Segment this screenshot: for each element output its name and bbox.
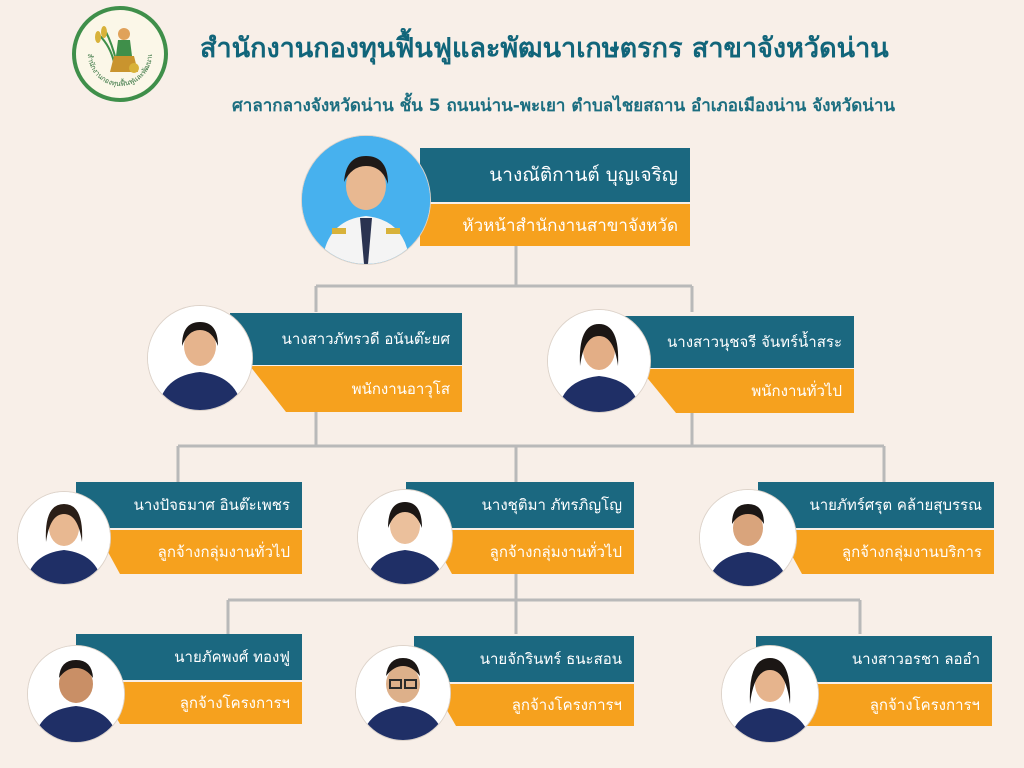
level4-2-photo [356, 646, 450, 740]
person-avatar-icon [548, 310, 650, 412]
person-avatar-icon [356, 646, 450, 740]
level2-2-role-bar: พนักงานทั่วไป [640, 369, 854, 413]
person-avatar-icon [28, 646, 124, 742]
person-avatar-icon [148, 306, 252, 410]
head-role-bar: หัวหน้าสำนักงานสาขาจังหวัด [420, 204, 690, 246]
logo-emblem-icon: สำนักงานกองทุนฟื้นฟูและพัฒนาเกษตรกร [76, 10, 162, 96]
person-avatar-icon [722, 646, 818, 742]
level3-3-role-bar: ลูกจ้างกลุ่มงานบริการ [778, 530, 994, 574]
page-title: สำนักงานกองทุนฟื้นฟูและพัฒนาเกษตรกร สาขา… [200, 33, 889, 64]
person-avatar-icon [358, 490, 452, 584]
person-avatar-icon [302, 136, 430, 264]
head-name-bar: นางณัติกานต์ บุญเจริญ [420, 148, 690, 202]
level2-1-name-bar: นางสาวภัทรวดี อนันต๊ะยศ [230, 313, 462, 365]
person-avatar-icon [18, 492, 110, 584]
level4-2-role-bar: ลูกจ้างโครงการฯ [432, 684, 634, 726]
level4-1-role-bar: ลูกจ้างโครงการฯ [96, 682, 302, 724]
level2-1-role-bar: พนักงานอาวุโส [250, 366, 462, 412]
level4-2-name-bar: นายจักรินทร์ ธนะสอน [414, 636, 634, 682]
level3-1-photo [18, 492, 110, 584]
level2-1-photo [148, 306, 252, 410]
level3-2-photo [358, 490, 452, 584]
level4-3-photo [722, 646, 818, 742]
person-avatar-icon [700, 490, 796, 586]
level3-2-role-bar: ลูกจ้างกลุ่มงานทั่วไป [428, 530, 634, 574]
level3-1-name-bar: นางปัจธมาศ อินต๊ะเพชร [76, 482, 302, 528]
page-subtitle: ศาลากลางจังหวัดน่าน ชั้น 5 ถนนน่าน-พะเยา… [232, 96, 896, 116]
level3-3-name-bar: นายภัทร์ศรุต คล้ายสุบรรณ [758, 482, 994, 528]
level2-2-photo [548, 310, 650, 412]
level3-1-role-bar: ลูกจ้างกลุ่มงานทั่วไป [96, 530, 302, 574]
organization-logo: สำนักงานกองทุนฟื้นฟูและพัฒนาเกษตรกร [72, 6, 168, 102]
level2-2-name-bar: นางสาวนุชจรี จันทร์น้ำสระ [614, 316, 854, 368]
head-photo [302, 136, 430, 264]
level4-1-photo [28, 646, 124, 742]
level3-3-photo [700, 490, 796, 586]
